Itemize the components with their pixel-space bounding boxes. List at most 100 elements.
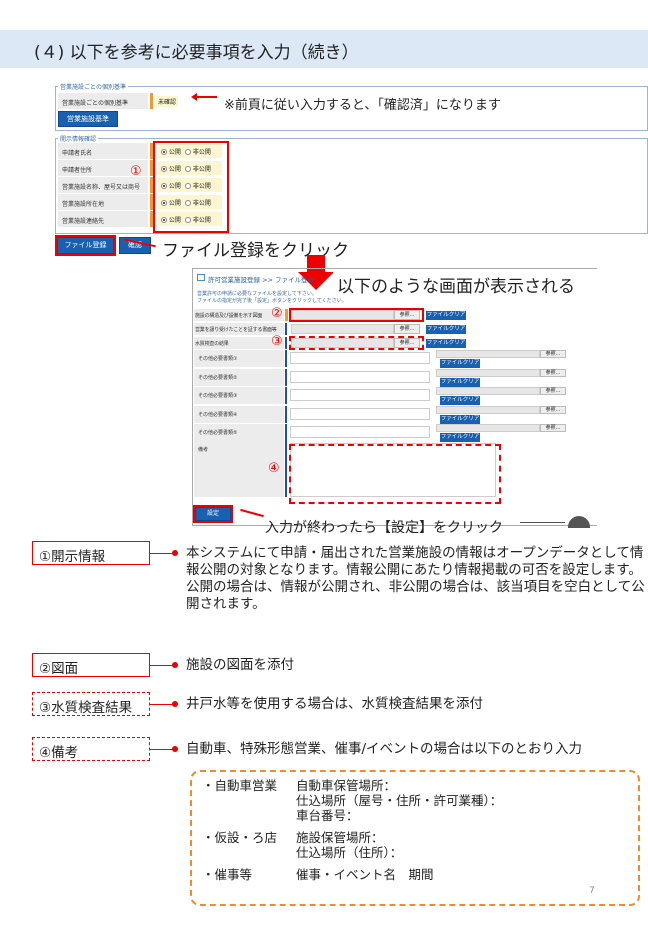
file-path-input[interactable] (436, 405, 540, 414)
public-radio[interactable]: 公開 (161, 164, 181, 173)
marker-1: ① (130, 164, 142, 179)
scroll-top-icon[interactable] (568, 516, 590, 528)
connector-line (150, 553, 175, 554)
file-clear-button[interactable]: ファイルクリア (440, 433, 480, 442)
disclosure-row-label: 営業施設名称、屋号又は商号 (58, 177, 148, 193)
public-radio[interactable]: 公開 (161, 215, 181, 224)
remarks-item: 仕込場所（住所）： (296, 845, 403, 860)
file-clear-button[interactable]: ファイルクリア (426, 325, 466, 334)
file-clear-button[interactable]: ファイルクリア (440, 359, 480, 368)
required-bar (150, 177, 153, 193)
connector-dot (172, 746, 178, 752)
legend-tag: ④備考 (32, 737, 150, 761)
disclosure-radio-group: 公開 非公開 (158, 178, 222, 192)
file-clear-button[interactable]: ファイルクリア (426, 311, 466, 320)
disclosure-radio-group: 公開 非公開 (158, 161, 222, 175)
file-path-input[interactable] (436, 424, 540, 432)
other-doc-label: その他必要書類② (194, 368, 284, 386)
legend-text: 自動車、特殊形態営業、催事/イベントの場合は以下のとおり入力 (186, 741, 583, 757)
required-bar (150, 194, 153, 210)
disclosure-radio-group: 公開 非公開 (158, 195, 222, 209)
other-doc-label: その他必要書類① (194, 350, 284, 367)
file-register-button[interactable]: ファイル登録 (57, 237, 114, 254)
description-2: ファイルの指定が完了後「設定」ボタンをクリックしてください。 (197, 298, 347, 304)
browse-button[interactable]: 参照... (540, 405, 566, 414)
click-note: ファイル登録をクリック (162, 236, 349, 261)
arrow-icon (195, 96, 217, 98)
status-badge: 未確認 (156, 96, 179, 107)
row-marker: ② (271, 306, 283, 321)
file-path-input[interactable] (436, 387, 540, 395)
required-bar (150, 93, 153, 109)
public-radio[interactable]: 公開 (161, 181, 181, 190)
browse-button[interactable]: 参照... (394, 310, 420, 320)
other-doc-name-input[interactable] (290, 352, 430, 364)
file-clear-button[interactable]: ファイルクリア (440, 377, 480, 387)
radio-checked-icon (161, 217, 167, 223)
remarks-textarea[interactable] (290, 443, 496, 497)
highlight-set-button (193, 505, 233, 523)
public-radio[interactable]: 公開 (161, 147, 181, 156)
radio-checked-icon (161, 183, 167, 189)
row-label: 営業施設ごとの個別基準 (58, 93, 148, 109)
other-doc-name-input[interactable] (290, 426, 430, 438)
required-bar (150, 143, 153, 159)
connector-dot (172, 662, 178, 668)
remarks-example-box (190, 770, 640, 906)
file-path-input[interactable] (291, 324, 394, 334)
file-path-input[interactable] (291, 338, 394, 348)
legend-tag: ①開示情報 (32, 541, 150, 565)
private-radio[interactable]: 非公開 (184, 215, 211, 224)
field-bar (285, 323, 287, 335)
disclosure-row-label: 営業施設所在地 (58, 194, 148, 210)
browse-button[interactable]: 参照... (540, 368, 566, 377)
radio-unchecked-icon (184, 217, 191, 223)
other-doc-label: その他必要書類⑤ (194, 424, 284, 441)
down-arrow-head-icon (298, 272, 334, 290)
other-doc-label: その他必要書類④ (194, 405, 284, 423)
file-path-input[interactable] (291, 310, 394, 320)
disclosure-row-label: 営業施設連絡先 (58, 211, 148, 227)
connector-line (150, 749, 175, 750)
divider (520, 522, 565, 523)
connector-line (150, 704, 175, 705)
connector-line (150, 665, 175, 666)
file-clear-button[interactable]: ファイルクリア (426, 339, 466, 348)
field-bar (285, 387, 287, 404)
file-clear-button[interactable]: ファイルクリア (440, 396, 480, 405)
private-radio[interactable]: 非公開 (184, 181, 211, 190)
field-bar (285, 441, 287, 497)
radio-unchecked-icon (184, 166, 191, 172)
browse-button[interactable]: 参照... (394, 324, 420, 334)
remarks-item: 催事・イベント名 期間 (296, 867, 434, 882)
radio-unchecked-icon (184, 183, 191, 189)
field-bar (285, 368, 287, 386)
other-doc-name-input[interactable] (290, 407, 430, 420)
description-1: 営業許可の申請に必要なファイルを設定して下さい。 (197, 291, 317, 297)
breadcrumb: 許可営業施設登録 >> ファイル登録 (208, 276, 315, 284)
file-clear-button[interactable]: ファイルクリア (440, 414, 480, 424)
fieldset-legend: 開示情報確認 (58, 134, 99, 143)
private-radio[interactable]: 非公開 (184, 198, 211, 207)
set-note: 入力が終わったら【設定】をクリック (265, 520, 503, 536)
private-radio[interactable]: 非公開 (184, 164, 211, 173)
field-bar (285, 309, 288, 321)
standard-button[interactable]: 営業施設基準 (58, 111, 118, 127)
browse-button[interactable]: 参照... (540, 424, 566, 432)
private-radio[interactable]: 非公開 (184, 147, 211, 156)
field-bar (285, 405, 287, 423)
connector-dot (172, 550, 178, 556)
radio-checked-icon (161, 149, 167, 155)
file-path-input[interactable] (436, 350, 540, 358)
other-doc-name-input[interactable] (290, 389, 430, 401)
page-icon (197, 274, 205, 281)
row-marker: ③ (271, 334, 283, 349)
other-doc-name-input[interactable] (290, 370, 430, 383)
browse-button[interactable]: 参照... (394, 338, 420, 348)
browse-button[interactable]: 参照... (540, 350, 566, 358)
set-button[interactable]: 設定 (195, 507, 231, 521)
public-radio[interactable]: 公開 (161, 198, 181, 207)
file-path-input[interactable] (436, 368, 540, 377)
browse-button[interactable]: 参照... (540, 387, 566, 395)
remarks-kind: ・催事等 (202, 867, 253, 882)
